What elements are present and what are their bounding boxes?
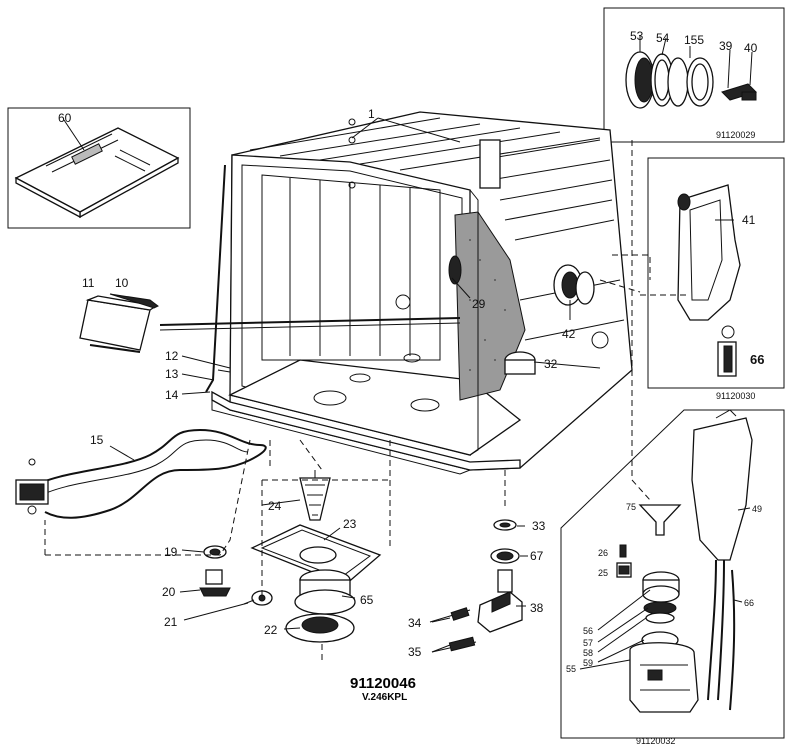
label-42: 42 xyxy=(562,327,576,341)
seal-block xyxy=(79,293,461,353)
label-21: 21 xyxy=(164,615,178,629)
part-labels: 1 10 11 12 13 14 15 19 20 21 22 23 24 25… xyxy=(58,29,764,674)
label-58: 58 xyxy=(583,648,593,658)
label-65: 65 xyxy=(360,593,374,607)
label-32: 32 xyxy=(544,357,558,371)
inset-dispenser-frame xyxy=(560,409,785,739)
label-54: 54 xyxy=(656,31,670,45)
filter-assembly xyxy=(677,184,741,377)
inset-filter-frame xyxy=(647,157,785,389)
drain-parts xyxy=(429,519,523,653)
sump-parts xyxy=(199,470,382,643)
label-66-filter: 66 xyxy=(750,352,764,367)
label-41: 41 xyxy=(742,213,756,227)
leader-lines xyxy=(109,117,751,670)
label-60: 60 xyxy=(58,111,72,125)
label-35: 35 xyxy=(408,645,422,659)
label-1: 1 xyxy=(368,107,375,121)
label-38: 38 xyxy=(530,601,544,615)
label-57: 57 xyxy=(583,638,593,648)
label-22: 22 xyxy=(264,623,278,637)
label-15: 15 xyxy=(90,433,104,447)
label-29: 29 xyxy=(472,297,486,311)
label-20: 20 xyxy=(162,585,176,599)
label-11: 11 xyxy=(82,276,95,290)
label-40: 40 xyxy=(744,41,758,55)
label-75: 75 xyxy=(626,502,636,512)
door-gasket xyxy=(205,164,231,393)
label-59: 59 xyxy=(583,658,593,668)
assembly-guide-lines xyxy=(44,140,690,660)
door-seal-parts xyxy=(625,35,757,109)
label-26: 26 xyxy=(598,548,608,558)
label-25: 25 xyxy=(598,568,608,578)
label-155: 155 xyxy=(684,33,704,47)
dispenser-parts xyxy=(616,409,753,713)
main-reference-code: 91120046 xyxy=(350,675,416,692)
label-24: 24 xyxy=(268,499,282,513)
inset-code-dispenser: 91120032 xyxy=(636,736,675,746)
label-33: 33 xyxy=(532,519,546,533)
model-code: V.246KPL xyxy=(362,692,407,703)
label-34: 34 xyxy=(408,616,422,630)
label-10: 10 xyxy=(115,276,129,290)
inset-door-seal-frame xyxy=(603,7,785,143)
label-67: 67 xyxy=(530,549,544,563)
label-39: 39 xyxy=(719,39,733,53)
inset-code-filter: 91120030 xyxy=(716,391,755,401)
dishwasher-tub xyxy=(211,111,633,475)
label-56: 56 xyxy=(583,626,593,636)
heating-element xyxy=(15,428,267,519)
label-14: 14 xyxy=(165,388,179,402)
label-66-hose: 66 xyxy=(744,598,754,608)
manual-booklet xyxy=(14,119,180,219)
inset-code-door-seal: 91120029 xyxy=(716,130,755,140)
label-13: 13 xyxy=(165,367,179,381)
label-53: 53 xyxy=(630,29,644,43)
label-19: 19 xyxy=(164,545,178,559)
label-23: 23 xyxy=(343,517,357,531)
inset-manual-frame xyxy=(7,107,191,229)
reference-codes: 91120046 V.246KPL 91120029 91120030 9112… xyxy=(350,130,755,746)
label-55: 55 xyxy=(566,664,576,674)
label-12: 12 xyxy=(165,349,179,363)
label-49: 49 xyxy=(752,504,762,514)
